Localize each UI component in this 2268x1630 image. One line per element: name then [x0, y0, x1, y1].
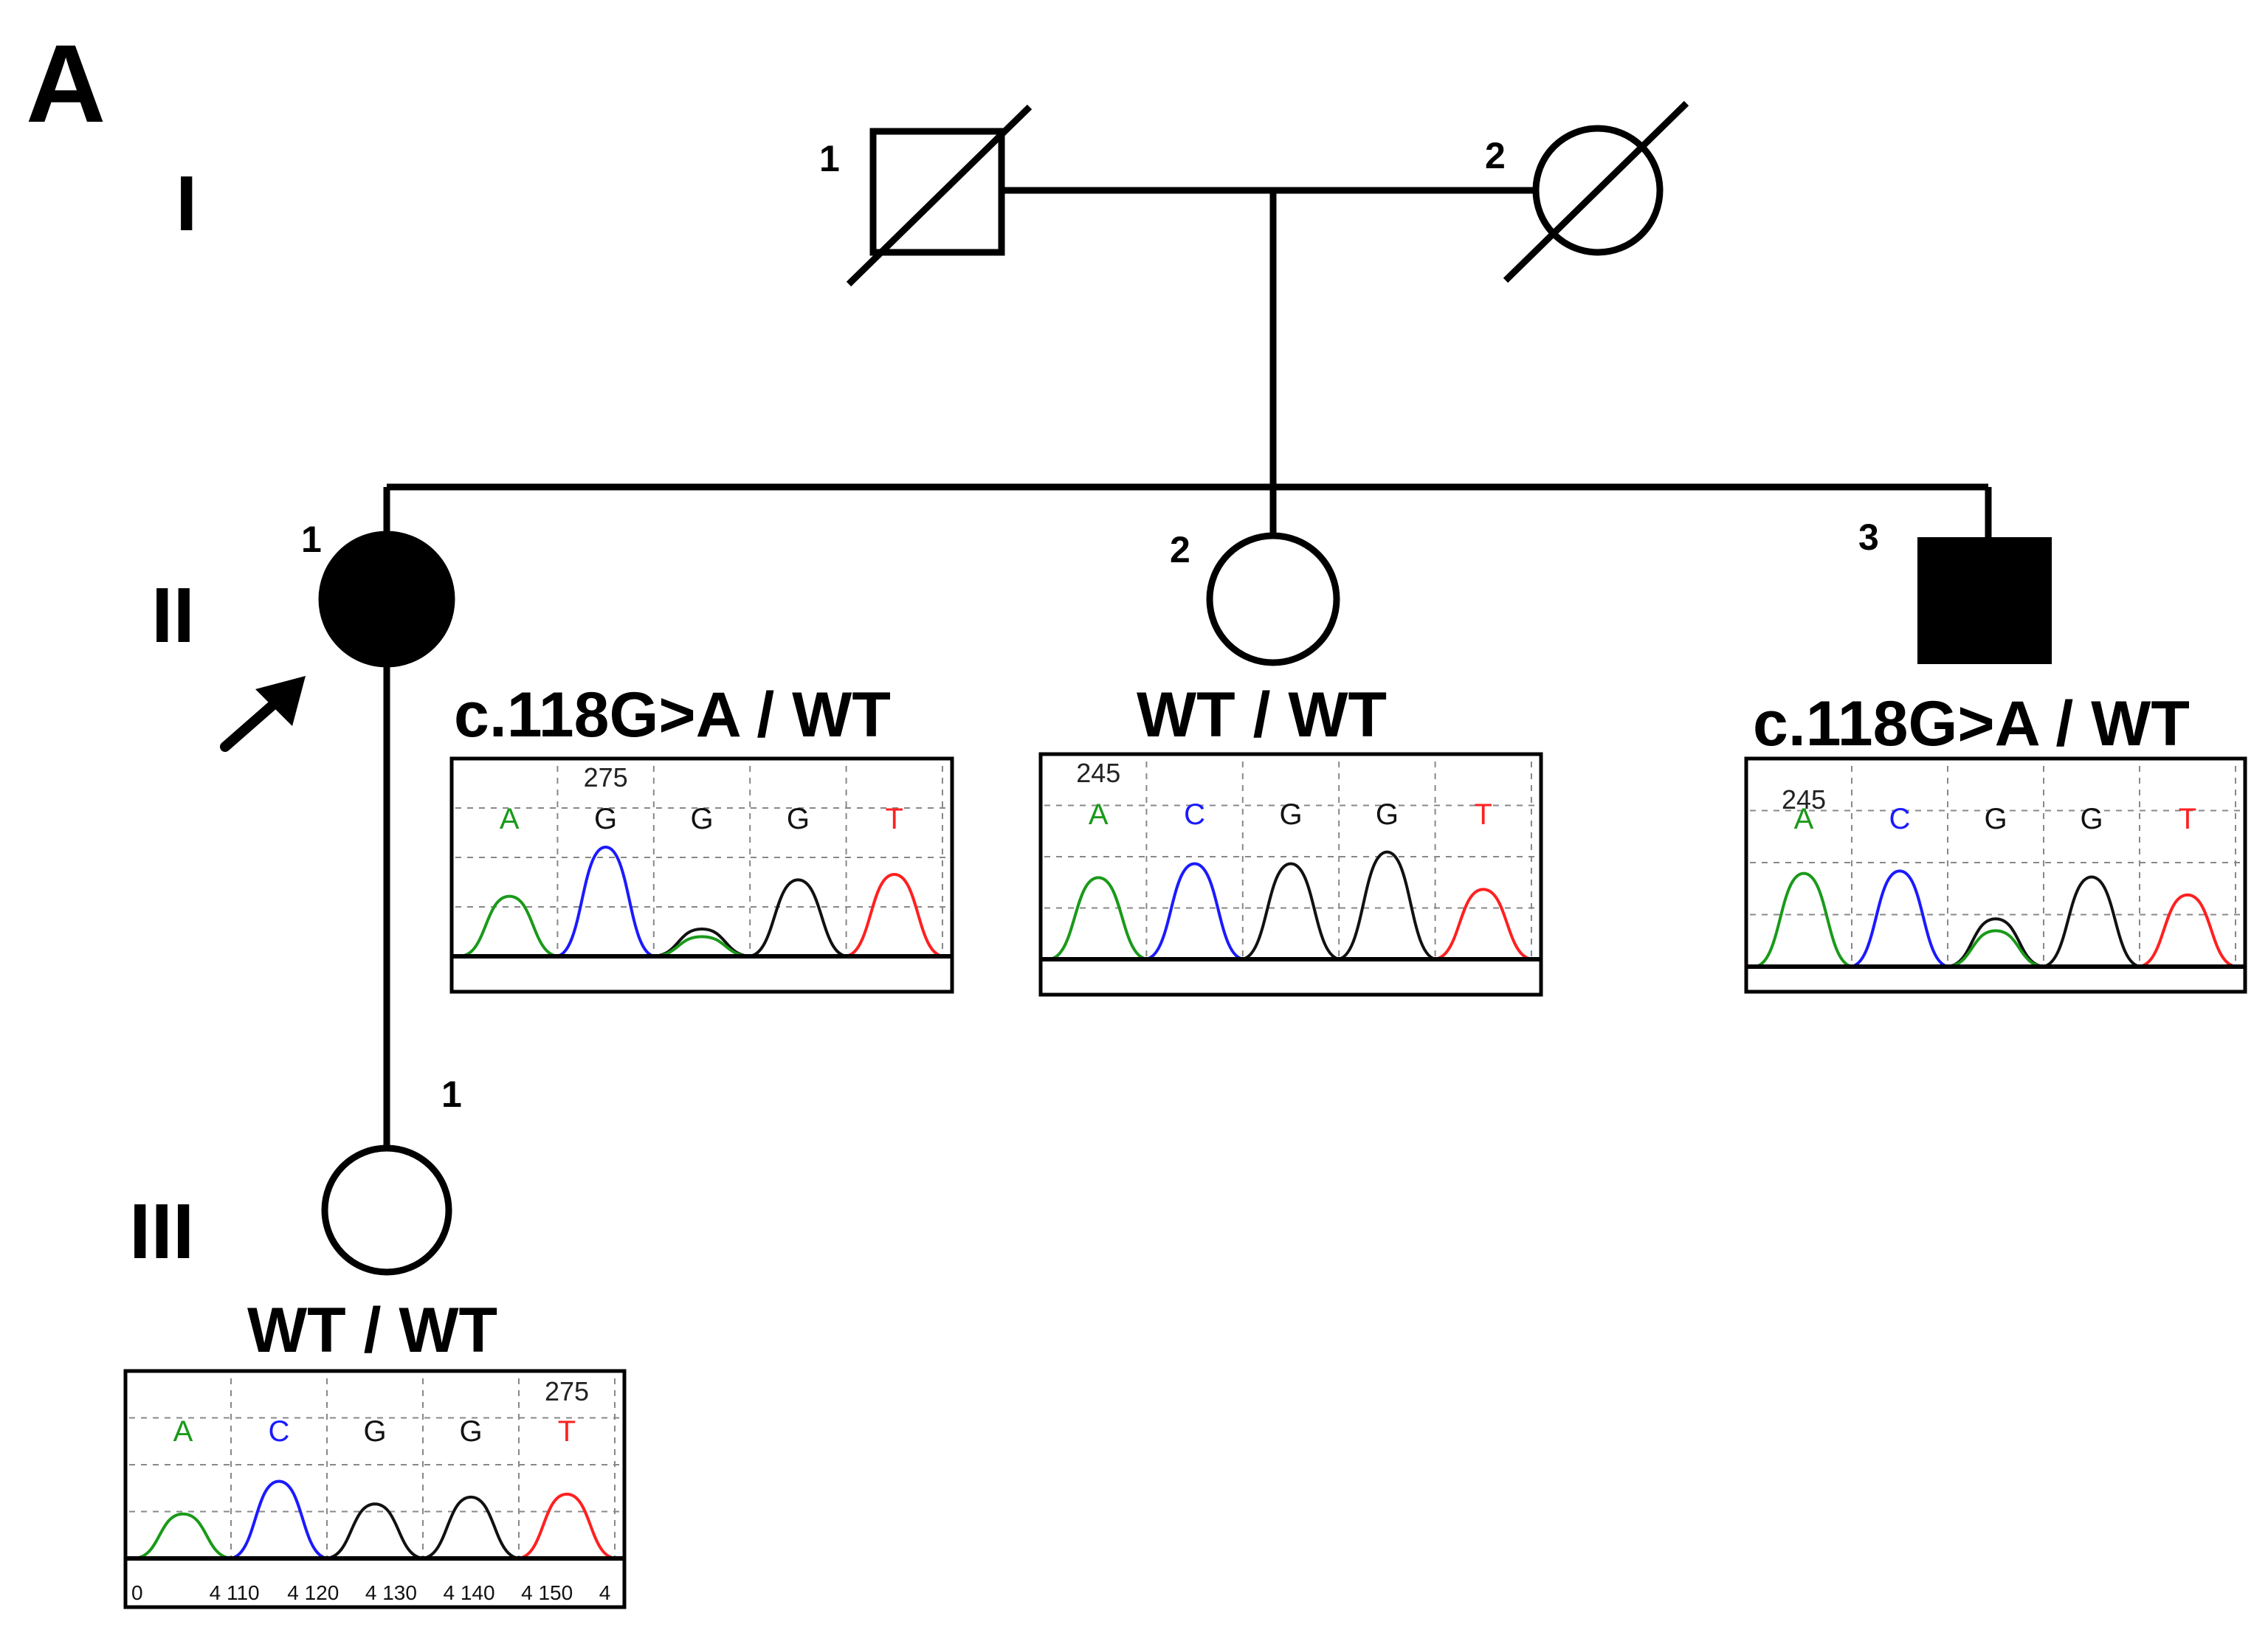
- individual-number: 2: [1485, 135, 1506, 176]
- individual-number: 1: [441, 1074, 462, 1115]
- base-call-1: A: [1089, 798, 1109, 831]
- trace-peak-6: [844, 872, 945, 958]
- trace-peak-4: [1945, 929, 2046, 968]
- axis-tick-label: 4 130: [365, 1581, 417, 1604]
- trace-peak-3: [1240, 862, 1342, 961]
- pedigree-lines: [383, 187, 1992, 1148]
- trace-peak-5: [748, 878, 849, 958]
- trace-peak-2: [1850, 869, 1950, 968]
- base-call-3: G: [1279, 798, 1302, 831]
- base-call-2: C: [1889, 803, 1911, 835]
- trace-peak-4: [652, 935, 752, 958]
- chromatogram-grid: [1750, 766, 2241, 967]
- chromatogram-III1: A C G G T 275 0 4 110 4 120 4 130 4 140 4 150 4: [123, 1369, 627, 1609]
- trace-peak-2: [1144, 862, 1245, 961]
- affected-male-symbol: [1917, 537, 2052, 664]
- position-label: 275: [584, 762, 628, 792]
- generation-label-III: III: [129, 1188, 194, 1275]
- base-call-4: G: [2080, 803, 2103, 835]
- base-call-2: C: [1184, 798, 1205, 831]
- base-call-3: G: [690, 803, 713, 835]
- trace-peak-6: [2137, 893, 2238, 968]
- individual-number: 1: [301, 519, 322, 560]
- deceased-slash: [846, 104, 1033, 287]
- genotype-label-III1: WT / WT: [247, 1295, 497, 1366]
- panel-label: A: [26, 21, 106, 145]
- base-call-1: A: [173, 1415, 193, 1448]
- trace-peak-1: [459, 894, 560, 958]
- genotype-label-II1: c.118G>A / WT: [454, 680, 891, 750]
- individual-I1: 1: [819, 104, 1033, 287]
- base-call-3: G: [363, 1415, 386, 1448]
- individual-number: 2: [1170, 529, 1190, 570]
- chromatogram-II3: A C G G T 245: [1744, 756, 2247, 994]
- trace-peak-3: [652, 927, 752, 958]
- chromatogram-frame: [1038, 752, 1543, 997]
- axis-tick-label: 4 140: [444, 1581, 495, 1604]
- individual-II1: 1: [220, 519, 455, 752]
- axis-tick-label: 4: [599, 1581, 611, 1604]
- female-symbol: [1206, 532, 1340, 666]
- individual-number: 1: [819, 138, 840, 179]
- trace-peak-5: [517, 1492, 617, 1560]
- proband-arrow: [220, 676, 306, 752]
- individual-III1: 1: [321, 1074, 462, 1276]
- chromatogram-II2: A C G G T 245: [1038, 752, 1543, 997]
- base-call-1: A: [500, 803, 520, 835]
- base-call-5: T: [1475, 798, 1492, 831]
- axis-tick-label: 4 110: [210, 1581, 260, 1604]
- individual-II3: 3: [1858, 517, 2052, 664]
- chromatogram-grid: [455, 766, 948, 956]
- base-call-3: G: [1984, 803, 2007, 835]
- position-label: 245: [1782, 784, 1826, 815]
- chromatogram-frame: [123, 1369, 627, 1609]
- base-call-5: T: [558, 1415, 576, 1448]
- position-label: 275: [545, 1376, 589, 1406]
- individual-II2: 2: [1170, 529, 1340, 666]
- base-call-1: A: [1794, 803, 1814, 835]
- trace-peak-5: [2041, 875, 2142, 968]
- generation-label-I: I: [176, 160, 197, 247]
- affected-female-symbol: [318, 531, 455, 668]
- base-call-5: T: [886, 803, 903, 835]
- chromatogram-II1: A G G G T 275: [449, 756, 954, 994]
- trace-peak-1: [1048, 876, 1149, 961]
- genotype-label-II2: WT / WT: [1137, 680, 1387, 750]
- position-label: 245: [1076, 758, 1120, 788]
- trace-peak-5: [1433, 888, 1534, 961]
- individual-number: 3: [1858, 517, 1879, 558]
- trace-peak-4: [1337, 850, 1438, 961]
- trace-peak-1: [133, 1512, 233, 1560]
- axis-tick-label: 4 120: [287, 1581, 339, 1604]
- base-call-4: G: [1376, 798, 1399, 831]
- generation-label-II: II: [151, 572, 195, 659]
- trace-peak-2: [229, 1479, 329, 1560]
- base-call-2: C: [269, 1415, 290, 1448]
- base-call-2: G: [594, 803, 617, 835]
- trace-peak-2: [555, 845, 656, 958]
- base-call-4: G: [459, 1415, 482, 1448]
- base-call-4: G: [787, 803, 810, 835]
- base-call-5: T: [2179, 803, 2196, 835]
- trace-peak-4: [421, 1495, 521, 1560]
- trace-peak-3: [325, 1502, 425, 1560]
- trace-peak-1: [1754, 871, 1854, 968]
- female-symbol: [321, 1144, 452, 1276]
- chromatogram-frame: [449, 756, 954, 994]
- chromatogram-frame: [1744, 756, 2247, 994]
- individual-I2: 2: [1485, 100, 1689, 283]
- axis-tick-label: 4 150: [521, 1581, 573, 1604]
- genotype-label-II3: c.118G>A / WT: [1753, 688, 2190, 759]
- axis-tick-label: 0: [131, 1581, 143, 1604]
- chromatogram-grid: [1044, 762, 1537, 959]
- deceased-slash: [1503, 100, 1689, 283]
- trace-peak-3: [1945, 917, 2046, 968]
